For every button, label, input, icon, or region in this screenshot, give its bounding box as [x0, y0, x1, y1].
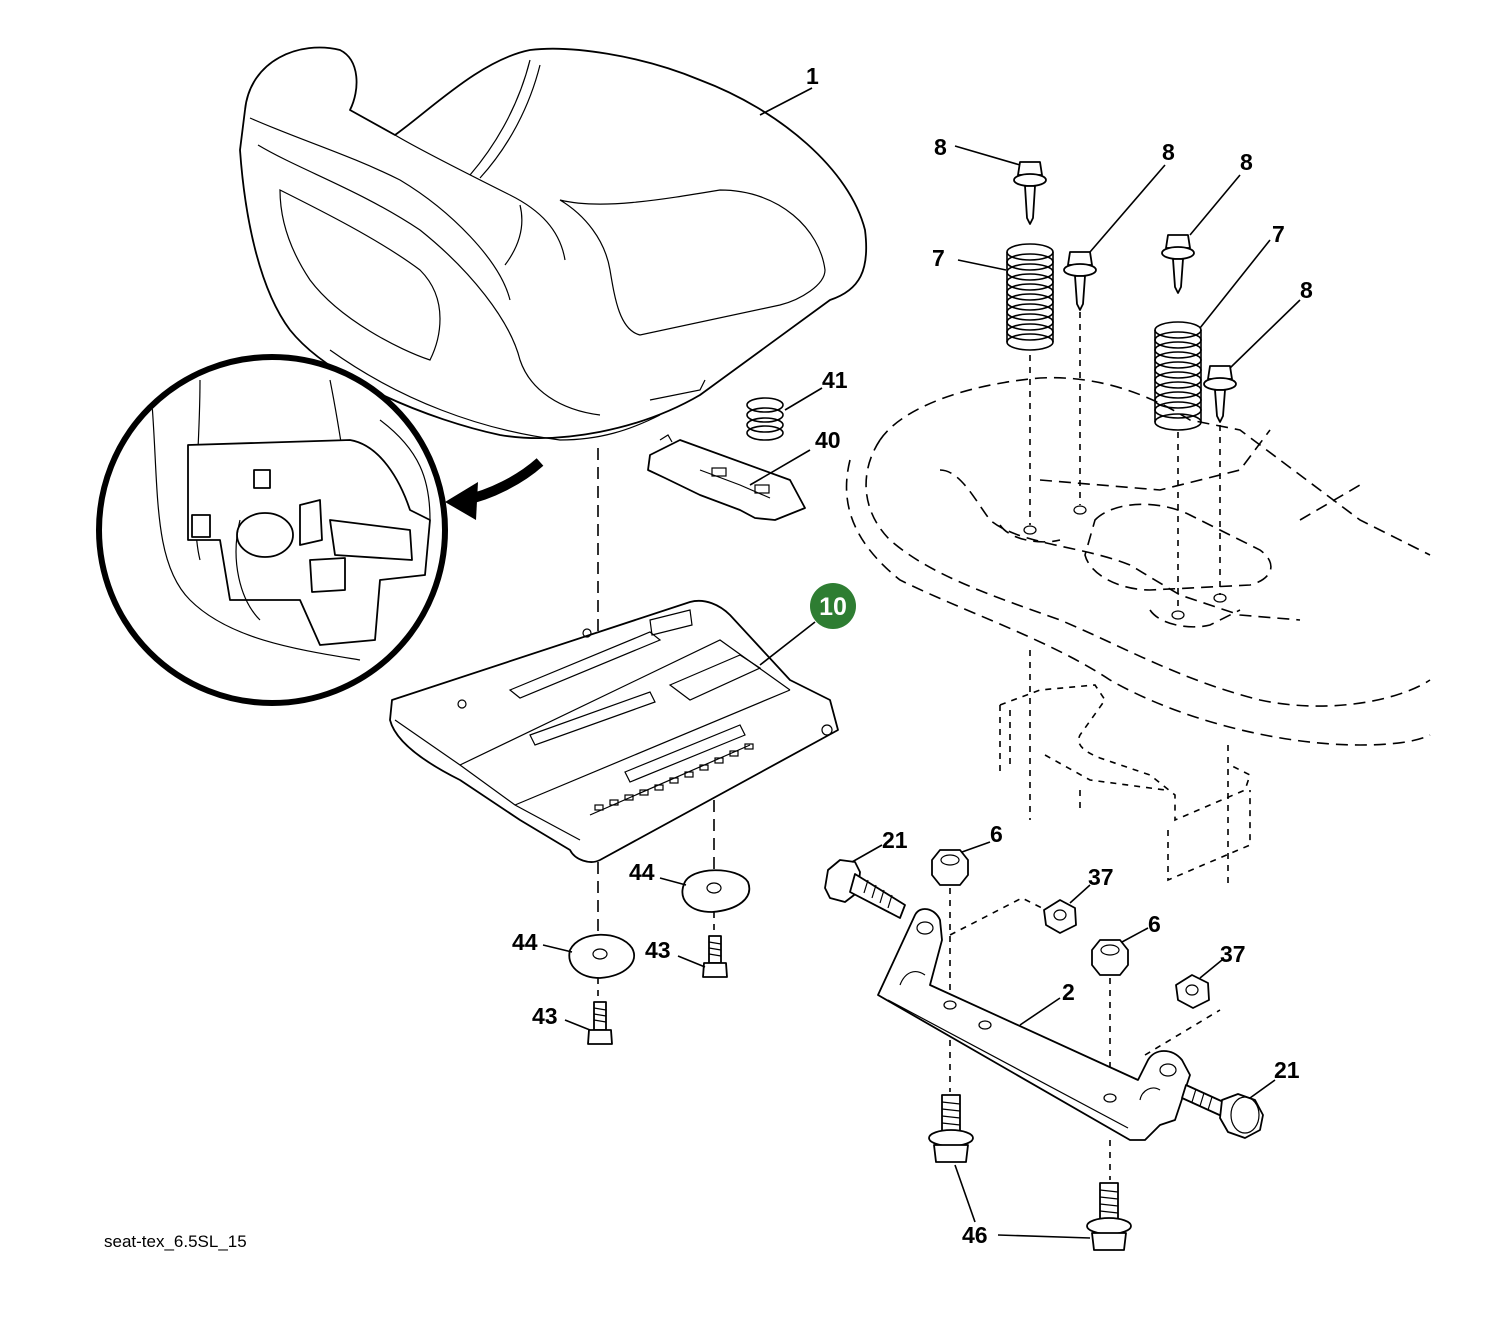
frame-bracket-phantom — [999, 650, 1251, 885]
callout-7-left: 7 — [932, 245, 945, 271]
bolt-8-a — [1013, 161, 1047, 225]
callout-8-d: 8 — [1300, 277, 1313, 303]
callout-21-upper: 21 — [882, 827, 908, 853]
nut-37-upper — [1043, 899, 1077, 934]
seat-bracket-2 — [877, 908, 1191, 1141]
spring-7-left — [1006, 243, 1054, 351]
callout-6-right: 6 — [1148, 911, 1161, 937]
nut-6-right — [1091, 939, 1129, 976]
callout-8-c: 8 — [1240, 149, 1253, 175]
callout-6-left: 6 — [990, 821, 1003, 847]
washer-44-right — [681, 869, 751, 913]
callout-46: 46 — [962, 1222, 988, 1248]
bolt-46-left — [928, 1094, 974, 1163]
callout-37-lower: 37 — [1220, 941, 1246, 967]
callout-8-b: 8 — [1162, 139, 1175, 165]
switch-bracket-40 — [647, 434, 806, 521]
callout-1: 1 — [806, 63, 819, 89]
bolt-46-right — [1086, 1182, 1132, 1251]
bolt-8-d — [1203, 365, 1237, 423]
bolt-43-left — [587, 1001, 613, 1045]
nut-6-left — [931, 849, 969, 886]
bolt-43-right — [702, 935, 728, 978]
detail-inset — [96, 354, 544, 706]
bolt-8-c — [1161, 234, 1195, 294]
callout-21-lower: 21 — [1274, 1057, 1300, 1083]
callout-44-right: 44 — [629, 859, 655, 885]
frame-phantom-outline — [845, 376, 1431, 746]
washer-44-left — [568, 933, 635, 979]
seat-pan-10 — [389, 600, 839, 863]
figure-caption: seat-tex_6.5SL_15 — [104, 1232, 247, 1251]
callout-10: 10 — [819, 593, 847, 621]
highlight-badge[interactable]: 10 — [810, 583, 856, 629]
bolt-21-right — [1181, 1084, 1264, 1139]
callout-8-a: 8 — [934, 134, 947, 160]
bolt-21-left — [824, 859, 906, 919]
spring-7-right — [1154, 321, 1202, 431]
bolt-8-b — [1063, 251, 1097, 311]
callout-41: 41 — [822, 367, 848, 393]
callout-7-right: 7 — [1272, 221, 1285, 247]
callout-44-left: 44 — [512, 929, 538, 955]
nut-37-lower — [1175, 974, 1210, 1009]
adjust-slots — [594, 743, 754, 811]
callout-37-upper: 37 — [1088, 864, 1114, 890]
callout-43-left: 43 — [532, 1003, 558, 1029]
callout-43-right: 43 — [645, 937, 671, 963]
callout-40: 40 — [815, 427, 841, 453]
seat-part — [239, 46, 868, 441]
spring-small-41 — [746, 397, 784, 441]
callout-2: 2 — [1062, 979, 1075, 1005]
